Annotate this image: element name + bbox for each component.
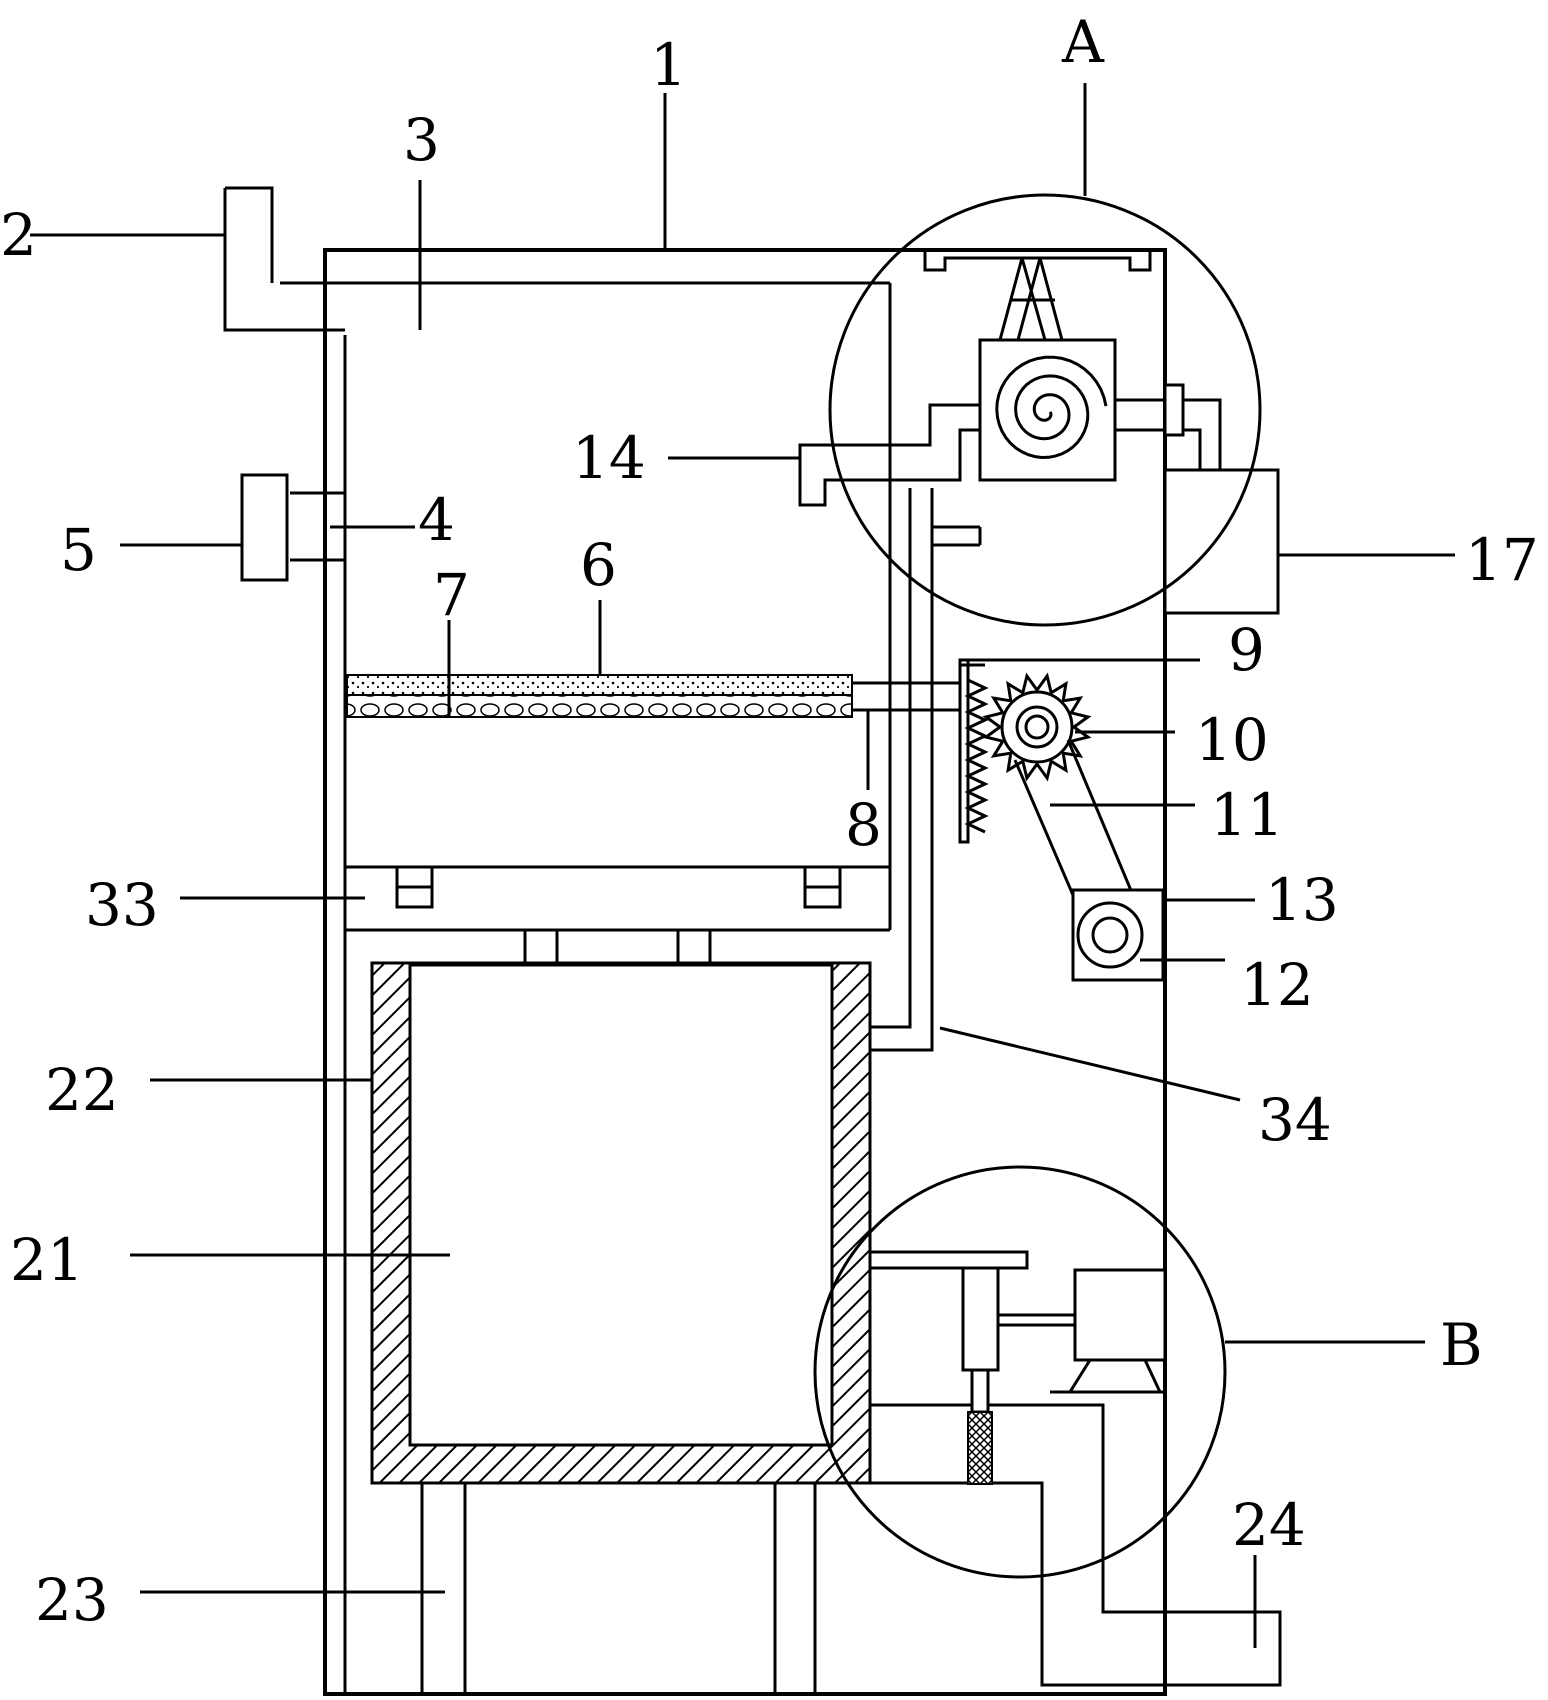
label-6: 6 bbox=[580, 531, 617, 599]
label-9: 9 bbox=[1228, 616, 1265, 684]
label-14: 14 bbox=[572, 424, 646, 492]
detail-circle-b bbox=[813, 1165, 1227, 1579]
label-4: 4 bbox=[418, 486, 455, 554]
leader-lines bbox=[30, 83, 1455, 1648]
label-10: 10 bbox=[1195, 706, 1269, 774]
label-7: 7 bbox=[433, 561, 470, 629]
motor-housing bbox=[1071, 888, 1165, 982]
label-8: 8 bbox=[845, 791, 882, 859]
label-3: 3 bbox=[403, 106, 440, 174]
callout-labels: 1 3 2 4 5 6 7 8 9 10 11 13 12 14 17 A B … bbox=[0, 8, 1539, 1634]
label-12: 12 bbox=[1240, 951, 1314, 1019]
detail-a-mechanism bbox=[798, 252, 1222, 507]
label-24: 24 bbox=[1232, 1491, 1306, 1559]
hatched-tank bbox=[370, 961, 872, 1485]
label-23: 23 bbox=[35, 1566, 109, 1634]
label-5: 5 bbox=[60, 516, 97, 584]
support-legs bbox=[420, 1483, 817, 1694]
label-34: 34 bbox=[1258, 1086, 1332, 1154]
collection-tray bbox=[345, 865, 890, 967]
outlet-pipe bbox=[870, 1403, 1282, 1687]
inner-chamber bbox=[343, 283, 892, 932]
gear bbox=[982, 672, 1092, 782]
label-22: 22 bbox=[45, 1056, 119, 1124]
connecting-pipe bbox=[870, 488, 982, 1052]
detail-circle-a bbox=[828, 193, 1262, 627]
external-unit bbox=[1163, 468, 1280, 615]
detail-b-mechanism bbox=[868, 1250, 1167, 1485]
label-A: A bbox=[1061, 8, 1105, 76]
rack bbox=[958, 658, 989, 844]
label-21: 21 bbox=[10, 1226, 84, 1294]
label-13: 13 bbox=[1265, 866, 1339, 934]
label-B: B bbox=[1440, 1311, 1483, 1379]
label-2: 2 bbox=[0, 201, 37, 269]
valve-block bbox=[240, 473, 289, 582]
filter-layer bbox=[346, 674, 853, 718]
label-17: 17 bbox=[1465, 526, 1539, 594]
label-1: 1 bbox=[650, 31, 687, 99]
label-11: 11 bbox=[1210, 781, 1284, 849]
label-33: 33 bbox=[85, 871, 159, 939]
side-port bbox=[290, 491, 345, 562]
push-rod bbox=[852, 681, 962, 790]
